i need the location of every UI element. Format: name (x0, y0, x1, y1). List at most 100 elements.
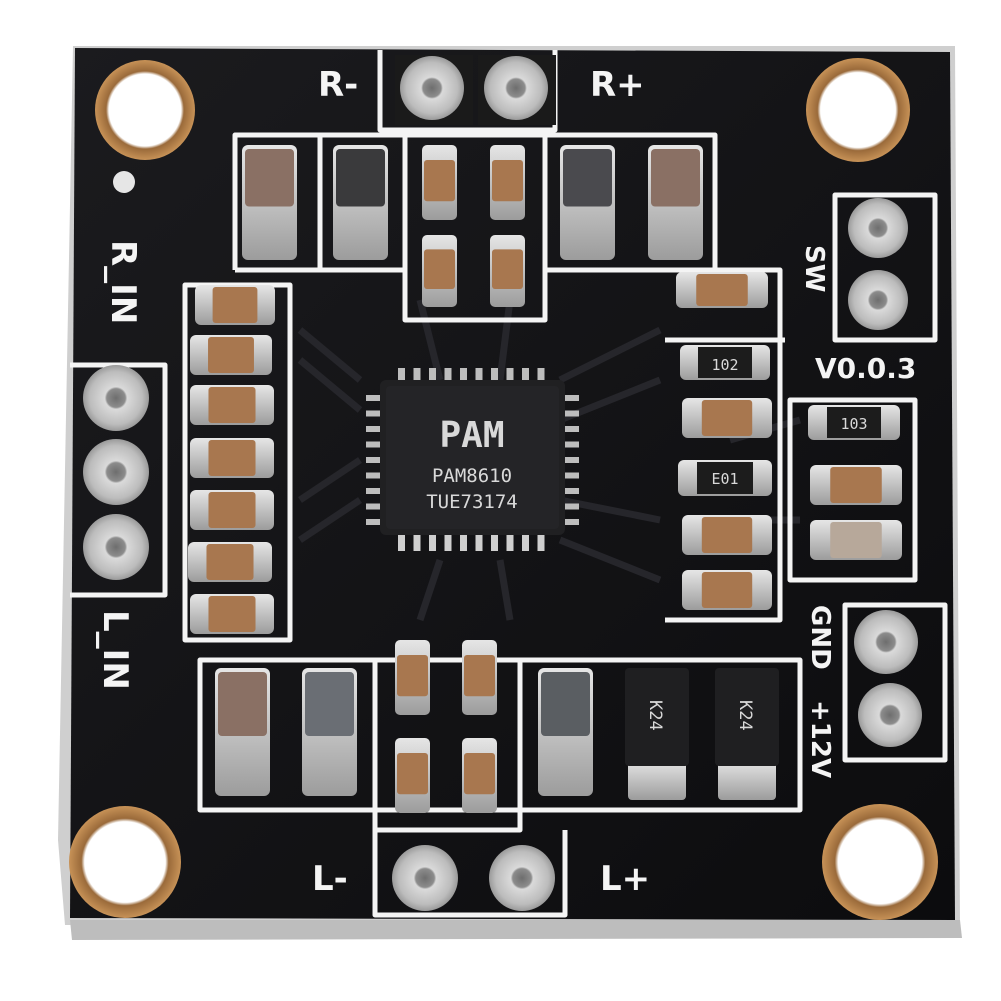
inductor-capacitor-large (242, 145, 297, 260)
inductor-capacitor-large (333, 145, 388, 260)
chip-pin (491, 533, 498, 551)
fiducial-dot (113, 171, 135, 193)
chip-part-number: PAM8610 (432, 465, 512, 487)
pad-sw-2 (848, 270, 908, 330)
mounting-hole-bottom-right (822, 804, 938, 920)
chip-pin (537, 368, 545, 382)
capacitor-vertical (395, 640, 430, 715)
label-l-plus: L+ (600, 859, 650, 899)
resistor-r1: 102 (680, 345, 770, 380)
chip-pin (366, 426, 382, 432)
chip-pin (413, 533, 421, 551)
inductor-capacitor-large (648, 145, 703, 260)
mounting-hole-bottom-left (69, 806, 181, 918)
capacitor-vertical (490, 235, 525, 307)
pad-sw-1 (848, 198, 908, 258)
chip-pin (398, 533, 405, 551)
chip-pin (366, 457, 382, 463)
capacitor-horizontal (810, 465, 902, 505)
capacitor-vertical (422, 145, 457, 220)
mounting-hole-top-left (95, 60, 195, 160)
capacitor-horizontal (190, 438, 274, 478)
chip-pin (563, 472, 579, 479)
label-sw: SW (799, 245, 829, 292)
capacitor-horizontal (190, 594, 274, 634)
chip-pin (563, 519, 579, 525)
capacitor-horizontal (190, 490, 274, 530)
resistor-r1-code: 102 (711, 356, 738, 374)
resistor-r3: 103 (808, 405, 900, 440)
chip-pin (460, 533, 467, 551)
label-l-in: L_IN (95, 610, 135, 690)
pad-l-minus (392, 845, 458, 911)
capacitor-vertical (462, 640, 497, 715)
pad-r-plus (478, 55, 556, 125)
inductor-capacitor-large (560, 145, 615, 260)
chip-logo: PAM (439, 415, 504, 456)
diode-d2-code: K24 (735, 700, 755, 731)
chip-pin (366, 488, 382, 494)
chip-pin (366, 503, 382, 510)
label-l-minus: L- (312, 859, 348, 899)
diode-d1-code: K24 (645, 700, 665, 731)
label-r-minus: R- (318, 65, 358, 105)
diode-d2: K24 (715, 668, 779, 800)
chip-pin (563, 410, 579, 417)
capacitor-horizontal (190, 385, 274, 425)
label-version: V0.0.3 (815, 352, 916, 385)
chip-pins (366, 368, 579, 551)
capacitor-horizontal (188, 542, 272, 582)
silkscreen-labels: R- R+ L- L+ R_IN L_IN SW V0.0.3 GND +12V (95, 65, 916, 899)
smd-components (188, 145, 902, 813)
capacitor-horizontal (195, 285, 275, 325)
inductor-capacitor-large (302, 668, 357, 796)
chip-pin (366, 395, 382, 401)
capacitor-horizontal (676, 272, 768, 308)
resistor-r3-code: 103 (840, 415, 867, 433)
chip-pin (444, 368, 452, 382)
amplifier-chip: PAM PAM8610 TUE73174 (366, 368, 579, 551)
capacitor-vertical (462, 738, 497, 813)
chip-pin (563, 395, 579, 401)
label-r-in: R_IN (103, 240, 143, 324)
chip-pin (366, 519, 382, 525)
chip-pin (563, 457, 579, 463)
chip-pin (563, 503, 579, 510)
chip-pin (429, 368, 436, 382)
label-r-plus: R+ (590, 65, 645, 105)
chip-pin (563, 441, 579, 448)
capacitor-vertical (422, 235, 457, 307)
chip-pin (413, 368, 421, 382)
chip-pin (429, 533, 436, 551)
diode-d1: K24 (625, 668, 689, 800)
inductor-capacitor-large (538, 668, 593, 796)
capacitor-horizontal (190, 335, 272, 375)
inductor-capacitor-large (215, 668, 270, 796)
pad-r-in (83, 365, 149, 431)
capacitor-vertical (490, 145, 525, 220)
chip-pin (475, 533, 483, 551)
mounting-holes (69, 58, 938, 920)
pad-12v (858, 683, 922, 747)
capacitor-vertical (395, 738, 430, 813)
mounting-hole-top-right (806, 58, 910, 162)
pad-l-in (83, 514, 149, 580)
chip-pin (444, 533, 452, 551)
chip-pin (522, 368, 529, 382)
pad-in-gnd (83, 439, 149, 505)
capacitor-horizontal (682, 515, 772, 555)
label-gnd: GND (805, 605, 835, 670)
chip-pin (366, 441, 382, 448)
resistor-r2: E01 (678, 460, 772, 496)
chip-batch-code: TUE73174 (426, 491, 518, 513)
chip-pin (563, 488, 579, 494)
marked-components: 102 E01 103 K24 K24 (625, 345, 900, 800)
chip-pin (398, 368, 405, 382)
chip-pin (506, 533, 514, 551)
resistor-r2-code: E01 (711, 470, 738, 488)
chip-pin (563, 426, 579, 432)
pad-gnd (854, 610, 918, 674)
capacitor-horizontal (682, 570, 772, 610)
through-hole-pads (83, 55, 922, 911)
